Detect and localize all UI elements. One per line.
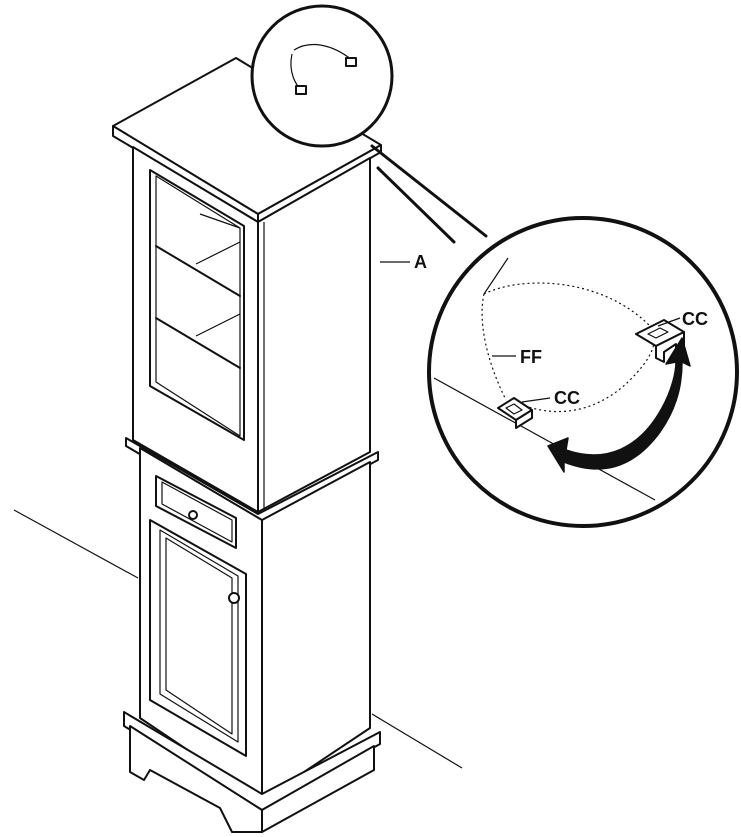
rotation-arrow-icon (547, 337, 691, 473)
linen-cabinet (112, 57, 382, 833)
strap-label: FF (520, 347, 542, 367)
callout-connector (370, 144, 488, 244)
detail-magnifier (427, 216, 739, 528)
bracket-cc-wall (635, 319, 685, 363)
strap-ff (483, 282, 651, 327)
wall-lines (13, 509, 463, 769)
bracket-cc-cabinet (497, 397, 533, 429)
bracket-cabinet-label: CC (554, 388, 580, 408)
top-detail-circle (250, 4, 394, 148)
cabinet-label: A (414, 252, 427, 272)
bracket-wall-label: CC (682, 309, 708, 329)
